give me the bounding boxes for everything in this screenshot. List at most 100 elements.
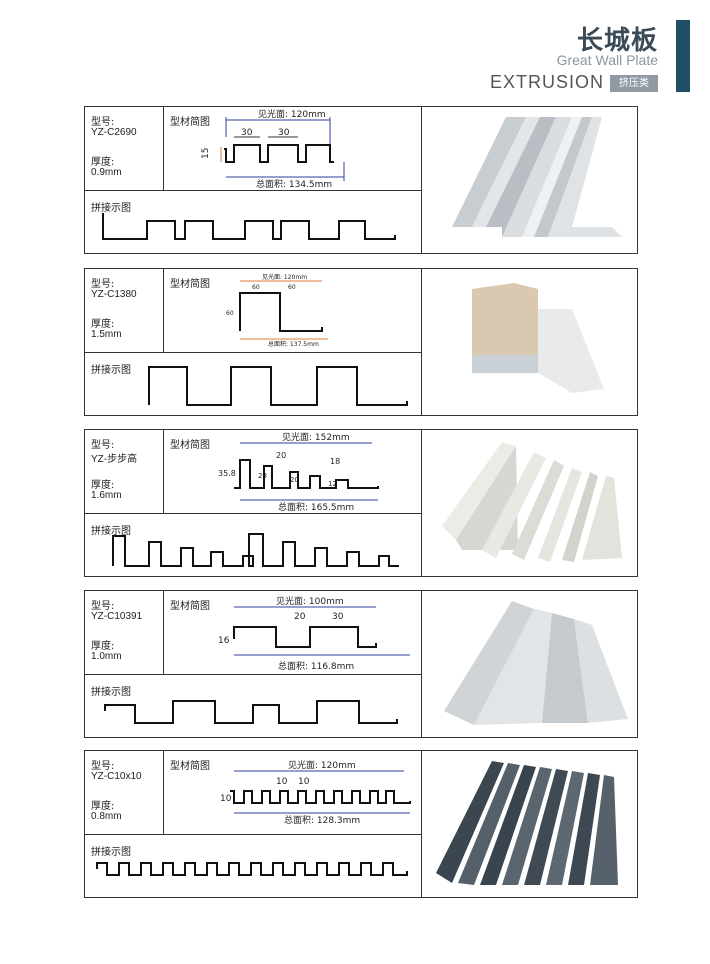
product-image-4 [444, 601, 628, 725]
section-label: 型材简图 [170, 761, 210, 772]
section-label: 型材简图 [170, 440, 210, 451]
splice-cell: 拼接示图 [85, 675, 422, 737]
model-value: YZ-C10x10 [91, 771, 142, 782]
product-photo [422, 269, 637, 415]
splice-drawing [104, 700, 398, 724]
visible-width-label: 见光面: 152mm [282, 431, 350, 443]
splice-label: 拼接示图 [91, 687, 131, 698]
visible-width-label: 见光面: 120mm [262, 273, 307, 281]
splice-drawing [102, 213, 396, 240]
height-dim: 60 [226, 310, 234, 317]
visible-width-label: 见光面: 120mm [288, 759, 356, 771]
splice-drawing [96, 862, 408, 876]
dim-1: 20 [276, 451, 286, 460]
title-english: Great Wall Plate [556, 52, 658, 68]
product-card-5: 型号: YZ-C10x10 厚度: 0.8mm 型材简图 见光面: 120mm … [84, 750, 638, 898]
product-photo [422, 107, 637, 253]
dim-1: 20 [294, 612, 306, 622]
section-drawing: 见光面: 120mm 30 30 15 总面积: 134.5mm [201, 108, 345, 190]
section-label: 型材简图 [170, 279, 210, 290]
product-photo [422, 751, 637, 897]
h3-dim: 20 [290, 476, 299, 484]
section-cell: 型材简图 见光面: 120mm 10 10 10 总面积: 128.3mm [164, 751, 422, 835]
model-label: 型号: [91, 117, 115, 128]
splice-drawing [112, 533, 399, 567]
section-cell: 型材简图 见光面: 152mm 20 18 35.8 28 20 12 总面积:… [164, 430, 422, 514]
model-cell: 型号: YZ-C10391 厚度: 1.0mm [85, 591, 164, 675]
total-width-label: 总面积: 137.5mm [268, 340, 319, 348]
accent-bar [676, 20, 690, 92]
model-value: YZ-C1380 [91, 289, 137, 300]
title-chinese: 长城板 [576, 26, 658, 56]
thickness-label: 厚度: [91, 641, 115, 652]
dim-1: 30 [241, 128, 253, 138]
section-cell: 型材简图 见光面: 120mm 30 30 15 总面积: 134.5mm [164, 107, 422, 191]
splice-drawing [148, 366, 408, 406]
height-dim: 15 [201, 148, 211, 159]
thickness-value: 1.6mm [91, 490, 122, 501]
section-drawing: 见光面: 120mm 60 60 60 总面积: 137.5mm [226, 273, 328, 348]
section-drawing: 见光面: 152mm 20 18 35.8 28 20 12 总面积: 165.… [218, 431, 379, 513]
dim-2: 30 [278, 128, 290, 138]
thickness-label: 厚度: [91, 157, 115, 168]
dim-2: 30 [332, 612, 344, 622]
section-cell: 型材简图 见光面: 100mm 20 30 16 总面积: 116.8mm [164, 591, 422, 675]
section-drawing: 见光面: 120mm 10 10 10 总面积: 128.3mm [220, 759, 411, 826]
visible-width-label: 见光面: 120mm [258, 108, 326, 120]
model-cell: 型号: YZ-C10x10 厚度: 0.8mm [85, 751, 164, 835]
model-label: 型号: [91, 279, 115, 290]
splice-cell: 拼接示图 [85, 835, 422, 897]
product-card-1: 型号: YZ-C2690 厚度: 0.9mm 型材简图 见光面: 120mm 3… [84, 106, 638, 254]
model-value: YZ-C10391 [91, 611, 143, 622]
category-label: EXTRUSION [489, 72, 604, 92]
splice-cell: 拼接示图 [85, 353, 422, 415]
model-cell: 型号: YZ-步步高 厚度: 1.6mm [85, 430, 164, 514]
model-value: YZ-步步高 [91, 454, 138, 465]
dim-1: 60 [252, 284, 260, 291]
product-image-2 [472, 283, 604, 393]
dim-1: 10 [276, 777, 288, 787]
dim-2: 60 [288, 284, 296, 291]
model-label: 型号: [91, 601, 115, 612]
thickness-value: 0.9mm [91, 167, 122, 178]
thickness-label: 厚度: [91, 319, 115, 330]
category-badge: 挤压类 [610, 75, 658, 92]
dim-2: 10 [298, 777, 310, 787]
product-photo [422, 591, 637, 737]
height-dim: 10 [220, 794, 232, 804]
thickness-value: 0.8mm [91, 811, 122, 822]
splice-cell: 拼接示图 [85, 191, 422, 253]
thickness-value: 1.0mm [91, 651, 122, 662]
thickness-label: 厚度: [91, 480, 115, 491]
page-header: 长城板 Great Wall Plate EXTRUSION 挤压类 [0, 0, 710, 100]
total-width-label: 总面积: 165.5mm [278, 501, 354, 513]
product-card-2: 型号: YZ-C1380 厚度: 1.5mm 型材简图 见光面: 120mm 6… [84, 268, 638, 416]
product-image-3 [442, 442, 622, 562]
model-cell: 型号: YZ-C1380 厚度: 1.5mm [85, 269, 164, 353]
model-cell: 型号: YZ-C2690 厚度: 0.9mm [85, 107, 164, 191]
splice-label: 拼接示图 [91, 526, 131, 537]
splice-label: 拼接示图 [91, 203, 131, 214]
thickness-value: 1.5mm [91, 329, 122, 340]
product-card-3: 型号: YZ-步步高 厚度: 1.6mm 型材简图 见光面: 152mm 20 … [84, 429, 638, 577]
product-photo [422, 430, 637, 576]
product-image-5 [436, 761, 618, 885]
splice-label: 拼接示图 [91, 365, 131, 376]
total-width-label: 总面积: 116.8mm [278, 660, 354, 672]
h4-dim: 12 [328, 480, 337, 488]
total-width-label: 总面积: 134.5mm [256, 178, 332, 190]
section-cell: 型材简图 见光面: 120mm 60 60 60 总面积: 137.5mm [164, 269, 422, 353]
splice-cell: 拼接示图 [85, 514, 422, 576]
product-card-4: 型号: YZ-C10391 厚度: 1.0mm 型材简图 见光面: 100mm … [84, 590, 638, 738]
total-width-label: 总面积: 128.3mm [284, 814, 360, 826]
product-image-1 [452, 117, 622, 237]
visible-width-label: 见光面: 100mm [276, 595, 344, 607]
splice-label: 拼接示图 [91, 847, 131, 858]
h2-dim: 28 [258, 472, 267, 480]
model-label: 型号: [91, 440, 115, 451]
height-dim: 16 [218, 636, 230, 646]
section-drawing: 见光面: 100mm 20 30 16 总面积: 116.8mm [218, 595, 410, 672]
section-label: 型材简图 [170, 117, 210, 128]
dim-2: 18 [330, 457, 340, 466]
model-value: YZ-C2690 [91, 127, 137, 138]
